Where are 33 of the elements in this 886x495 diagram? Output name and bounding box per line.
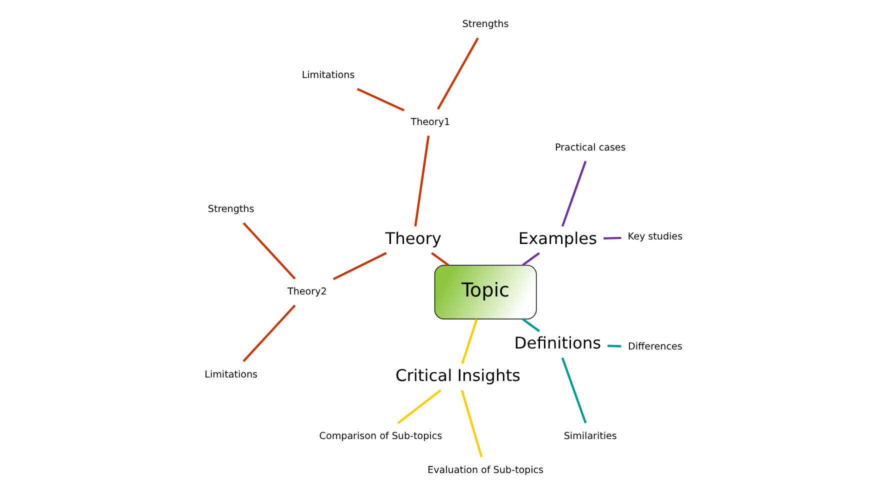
connector xyxy=(607,344,621,348)
connector xyxy=(414,136,430,226)
connector xyxy=(603,236,621,240)
connector xyxy=(356,88,404,112)
connector xyxy=(242,222,296,280)
connector xyxy=(522,252,540,266)
connector xyxy=(460,318,478,364)
node-text: Evaluation of Sub-topics xyxy=(427,464,544,476)
node-box: Topic xyxy=(434,264,536,320)
node-text: Limitations xyxy=(204,369,258,380)
node-text: Critical Insights xyxy=(394,366,520,386)
node-text: Examples xyxy=(518,228,597,248)
node-text: Practical cases xyxy=(554,142,626,154)
connector xyxy=(332,252,386,280)
node-text: Key studies xyxy=(627,231,682,242)
connector xyxy=(460,390,482,458)
node-text: Definitions xyxy=(514,334,601,353)
node-text: Strengths xyxy=(207,204,254,215)
node-text: Limitations xyxy=(301,70,354,82)
connector xyxy=(430,252,449,266)
connector xyxy=(560,358,586,424)
node-text: Similarities xyxy=(563,430,616,442)
connector xyxy=(242,304,296,362)
connector xyxy=(436,38,478,110)
connector xyxy=(560,160,586,227)
node-text: Strengths xyxy=(462,19,508,30)
node-text: Theory xyxy=(384,228,442,248)
node-text: Theory2 xyxy=(287,286,326,298)
connector xyxy=(522,318,540,332)
connector xyxy=(396,389,441,424)
node-text: Comparison of Sub-topics xyxy=(318,430,442,442)
node-text: Theory1 xyxy=(410,116,450,128)
node-text: Differences xyxy=(628,342,682,353)
